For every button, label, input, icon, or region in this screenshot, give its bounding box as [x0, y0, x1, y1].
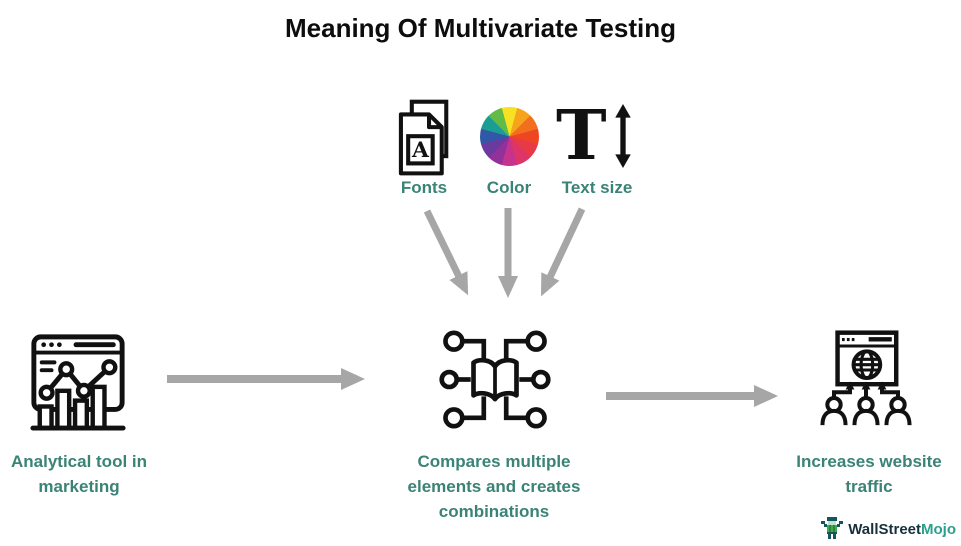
factor-label-text-size: Text size [561, 178, 633, 197]
fonts-document-stack-icon: A [394, 99, 455, 177]
arrow-center-to-right [606, 385, 778, 407]
text-height-icon: T [556, 100, 632, 172]
wallstreetmojo-logo: WallStreetMojo [820, 516, 956, 542]
converging-arrows [423, 207, 586, 298]
vertical-double-arrow-icon [614, 104, 631, 168]
factor-label-color: Color [486, 178, 532, 197]
logo-text-mojo: Mojo [921, 520, 956, 538]
caption-compares-elements: Compares multiple elements and creates c… [407, 452, 581, 521]
website-visitors-icon [818, 328, 914, 428]
book-network-icon [438, 327, 552, 432]
logo-text-wallstreet: WallStreet [848, 520, 921, 538]
page-title: Meaning Of Multivariate Testing [284, 13, 676, 43]
caption-increases-traffic: Increases website traffic [796, 452, 942, 496]
text-size-letter-t: T [556, 96, 607, 176]
factor-label-fonts: Fonts [400, 178, 448, 197]
wallstreetmojo-wordmark: WallStreetMojo [848, 521, 956, 538]
analytics-dashboard-icon [27, 330, 129, 432]
color-wheel-icon [480, 107, 539, 166]
wallstreetmojo-mascot-icon [821, 517, 844, 539]
arrow-left-to-center [167, 368, 365, 390]
caption-analytical-tool: Analytical tool in marketing [10, 452, 148, 496]
fonts-letter-a: A [411, 138, 430, 163]
